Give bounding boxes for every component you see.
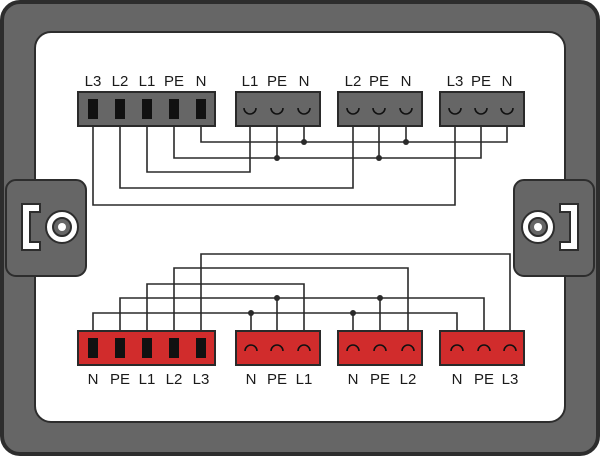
top-wiring	[92, 106, 508, 206]
wire-top-l1	[146, 106, 251, 173]
pin-socket	[169, 99, 179, 119]
pin-label: N	[196, 73, 207, 90]
pin-label: L2	[112, 73, 129, 90]
screw-mount-icon	[559, 203, 579, 251]
pin-label: L1	[139, 371, 156, 388]
pin-label: PE	[110, 371, 130, 388]
pin-socket	[142, 338, 152, 358]
wire-top-l2	[119, 106, 354, 189]
pin-label: PE	[471, 73, 491, 90]
wire-bottom-l3	[200, 253, 511, 345]
pin-label: PE	[267, 73, 287, 90]
pin-label: N	[299, 73, 310, 90]
pin-label: L1	[242, 73, 259, 90]
pin-label: L2	[166, 371, 183, 388]
top-junctions	[274, 139, 409, 161]
pin-socket	[115, 99, 125, 119]
top-main-connector	[77, 91, 216, 127]
pin-label: L2	[400, 371, 417, 388]
pin-socket	[196, 338, 206, 358]
bottom-outlet-connector-1	[235, 330, 321, 366]
pin-label: N	[401, 73, 412, 90]
wire-bottom-n	[92, 312, 458, 345]
pin-label: L3	[447, 73, 464, 90]
pin-label: N	[246, 371, 257, 388]
pin-label: PE	[267, 371, 287, 388]
top-outlet-connector-1	[235, 91, 321, 127]
bottom-labels: N PE L1 L2 L3 N PE L1 N PE L2 N PE L3	[88, 371, 519, 388]
pin-socket	[196, 99, 206, 119]
wire-top-pe	[173, 106, 482, 159]
pin-socket	[88, 99, 98, 119]
pin-label: PE	[474, 371, 494, 388]
pin-label: PE	[369, 73, 389, 90]
pin-label: N	[348, 371, 359, 388]
top-labels: L3 L2 L1 PE N L1 PE N L2 PE N L3 PE N	[85, 73, 513, 90]
pin-label: L2	[345, 73, 362, 90]
bottom-junctions	[248, 295, 383, 316]
pin-socket	[142, 99, 152, 119]
right-mount-tab	[513, 179, 595, 277]
pin-socket	[88, 338, 98, 358]
pin-label: L3	[502, 371, 519, 388]
pin-label: N	[452, 371, 463, 388]
top-outlet-connector-3	[439, 91, 525, 127]
wire-top-l3	[92, 106, 456, 206]
bottom-main-connector	[77, 330, 216, 366]
bottom-wiring	[92, 253, 511, 345]
wire-bottom-l2	[173, 267, 409, 345]
pin-socket	[115, 338, 125, 358]
pin-label: L3	[193, 371, 210, 388]
pin-label: L1	[296, 371, 313, 388]
pin-socket	[169, 338, 179, 358]
wire-bottom-l1	[146, 283, 305, 345]
bottom-outlet-connector-3	[439, 330, 525, 366]
pin-label: PE	[164, 73, 184, 90]
pin-label: L3	[85, 73, 102, 90]
pin-label: L1	[139, 73, 156, 90]
pin-label: N	[502, 73, 513, 90]
wire-bottom-pe	[119, 297, 485, 345]
top-outlet-connector-2	[337, 91, 423, 127]
left-mount-tab	[5, 179, 87, 277]
pin-label: PE	[370, 371, 390, 388]
bottom-outlet-connector-2	[337, 330, 423, 366]
pin-label: N	[88, 371, 99, 388]
screw-mount-icon	[21, 203, 41, 251]
